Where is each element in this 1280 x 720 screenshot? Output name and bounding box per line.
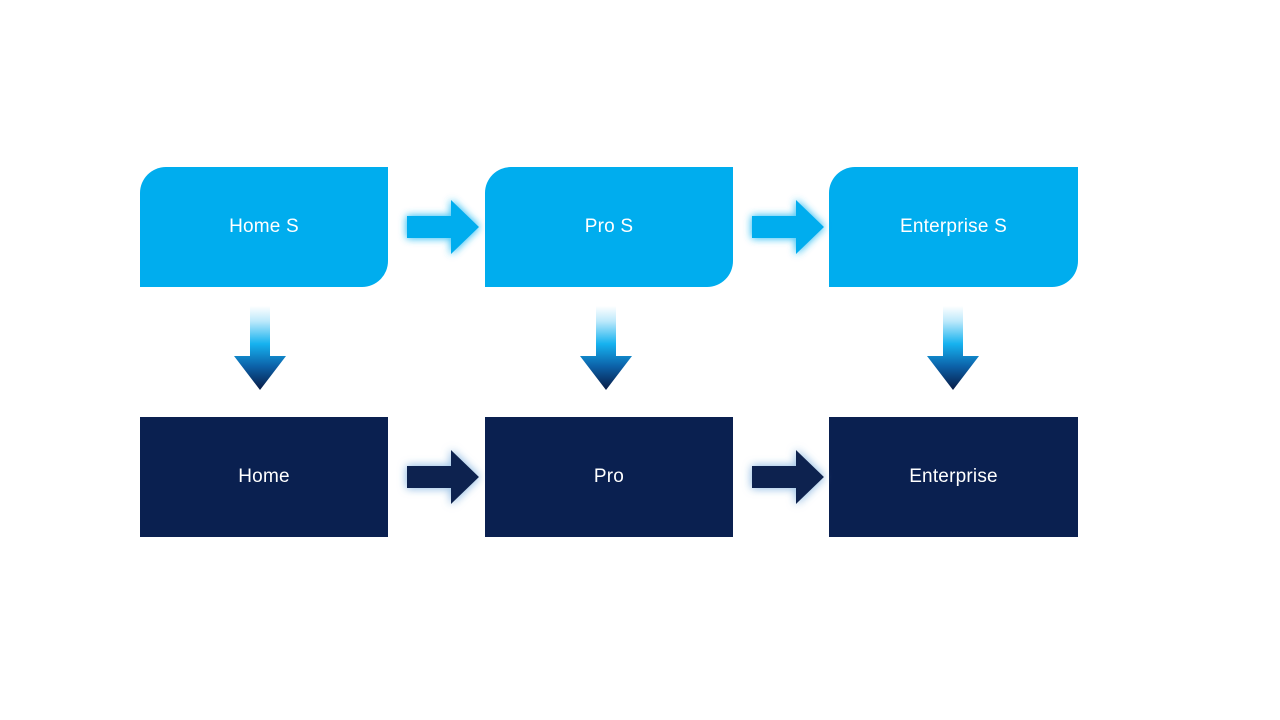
node-label: Pro S [584,215,634,237]
arrow-right-icon-bottom-1 [407,448,479,506]
arrow-down-icon-home [232,306,288,390]
arrow-right-icon-bottom-2 [752,448,824,506]
node-label: Home S [229,215,299,237]
node-label: Enterprise [909,465,998,487]
node-enterprise-s[interactable]: Enterprise S [829,167,1078,287]
node-label: Pro [593,465,625,487]
node-home-s[interactable]: Home S [140,167,388,287]
node-label: Home [238,465,290,487]
arrow-down-icon-enterprise [925,306,981,390]
node-label: Enterprise S [900,215,1007,237]
node-enterprise[interactable]: Enterprise [829,417,1078,537]
arrow-down-icon-pro [578,306,634,390]
node-home[interactable]: Home [140,417,388,537]
arrow-right-icon-top-2 [752,198,824,256]
node-pro[interactable]: Pro [485,417,733,537]
node-pro-s[interactable]: Pro S [485,167,733,287]
arrow-right-icon-top-1 [407,198,479,256]
